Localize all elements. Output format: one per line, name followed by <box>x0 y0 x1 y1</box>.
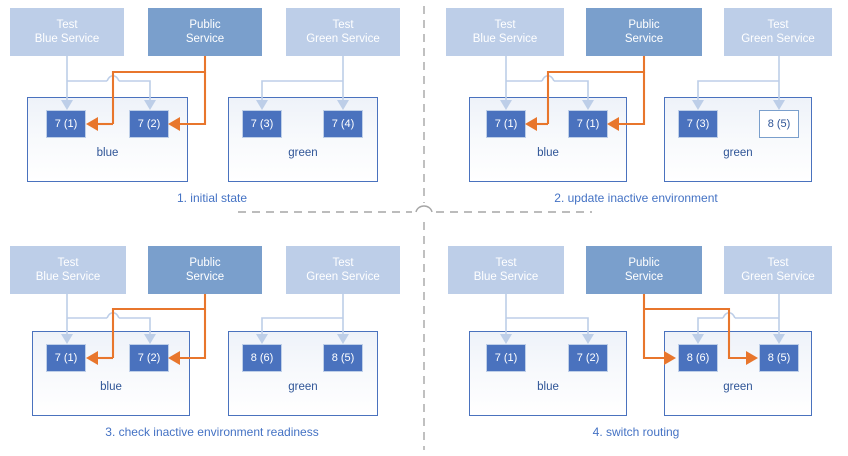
service-label-line1: Public <box>189 257 221 269</box>
service-label-line2: Service <box>624 271 664 283</box>
panel-4: Test Blue Service Public Service Test Gr… <box>424 228 848 456</box>
pod-blue-2: 7 (2) <box>568 344 608 372</box>
service-label-line2: Service <box>624 33 664 45</box>
panel-3: Test Blue Service Public Service Test Gr… <box>0 228 424 456</box>
pod-green-2: 8 (5) <box>759 344 799 372</box>
service-label-line1: Test <box>494 19 516 31</box>
service-test-green: Test Green Service <box>286 246 400 294</box>
panel-4-wires <box>500 294 785 365</box>
panel-caption: 4. switch routing <box>592 425 680 439</box>
pod-blue-1: 7 (1) <box>46 110 86 138</box>
service-label-line1: Public <box>189 19 221 31</box>
environment-label: blue <box>96 147 119 159</box>
service-label-line1: Test <box>767 257 789 269</box>
panel-1-wires <box>61 56 349 131</box>
service-test-green: Test Green Service <box>724 8 832 56</box>
service-test-blue: Test Blue Service <box>10 8 124 56</box>
service-label-line2: Blue Service <box>472 33 538 45</box>
service-test-blue: Test Blue Service <box>446 8 564 56</box>
service-label-line2: Blue Service <box>35 271 101 283</box>
environment-label: blue <box>100 381 122 393</box>
pod-green-2: 8 (5) <box>323 344 363 372</box>
service-label-line2: Blue Service <box>473 271 539 283</box>
service-label-line2: Service <box>185 33 225 45</box>
service-label-line1: Public <box>628 257 660 269</box>
panel-caption: 3. check inactive environment readiness <box>105 425 319 439</box>
service-label-line1: Test <box>56 19 78 31</box>
pod-blue-2: 7 (2) <box>129 110 169 138</box>
environment-label: blue <box>537 381 559 393</box>
service-label-line2: Green Service <box>741 271 815 283</box>
service-label-line2: Service <box>185 271 225 283</box>
service-label-line1: Test <box>57 257 79 269</box>
service-test-blue: Test Blue Service <box>448 246 564 294</box>
pod-green-1: 8 (6) <box>242 344 282 372</box>
panel-1: Test Blue Service Public Service Test Gr… <box>0 0 424 228</box>
service-label-line1: Test <box>332 257 354 269</box>
panel-2: Test Blue Service Public Service Test Gr… <box>424 0 848 228</box>
service-label-line1: Test <box>767 19 789 31</box>
environment-label: green <box>723 147 753 159</box>
service-public: Public Service <box>586 246 702 294</box>
environment-label: green <box>723 381 753 393</box>
panel-caption: 2. update inactive environment <box>554 191 718 205</box>
service-test-green: Test Green Service <box>286 8 400 56</box>
service-label-line2: Green Service <box>306 271 380 283</box>
service-test-green: Test Green Service <box>724 246 832 294</box>
service-label-line2: Green Service <box>741 33 815 45</box>
pod-green-1: 7 (3) <box>678 110 718 138</box>
pod-green-1: 8 (6) <box>678 344 718 372</box>
pod-green-1: 7 (3) <box>242 110 282 138</box>
panel-2-wires <box>500 56 785 131</box>
panel-caption: 1. initial state <box>176 191 248 205</box>
service-label-line2: Green Service <box>306 33 380 45</box>
service-label-line1: Test <box>495 257 517 269</box>
pod-blue-1: 7 (1) <box>486 344 526 372</box>
service-label-line1: Public <box>628 19 660 31</box>
service-public: Public Service <box>148 246 262 294</box>
service-label-line2: Blue Service <box>34 33 100 45</box>
service-public: Public Service <box>586 8 702 56</box>
service-label-line1: Test <box>332 19 354 31</box>
environment-label: green <box>288 147 318 159</box>
pod-blue-1: 7 (1) <box>46 344 86 372</box>
pod-blue-1: 7 (1) <box>486 110 526 138</box>
pod-blue-2: 7 (1) <box>568 110 608 138</box>
environment-label: green <box>288 381 318 393</box>
pod-green-2: 8 (5) <box>759 110 799 138</box>
environment-label: blue <box>537 147 559 159</box>
panel-3-wires <box>61 294 349 365</box>
service-test-blue: Test Blue Service <box>10 246 126 294</box>
pod-green-2: 7 (4) <box>323 110 363 138</box>
service-public: Public Service <box>148 8 262 56</box>
